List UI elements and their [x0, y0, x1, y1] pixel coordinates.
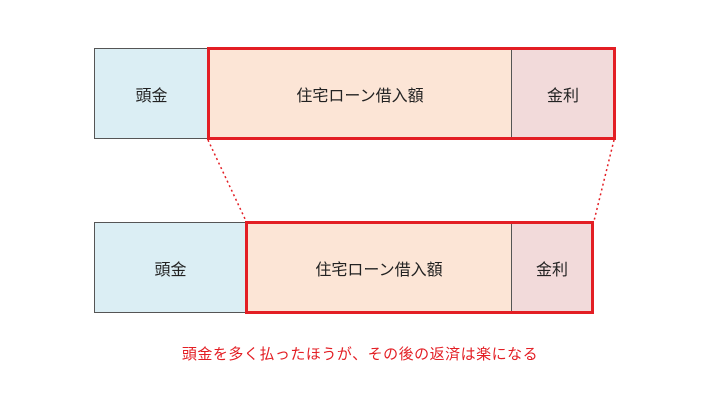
top-down-payment-segment: 頭金 — [94, 48, 209, 139]
bottom-interest-label: 金利 — [535, 259, 568, 279]
top-interest-label: 金利 — [546, 85, 579, 105]
bottom-loan-segment: 住宅ローン借入額 — [246, 222, 512, 313]
left-guide-line — [207, 139, 247, 222]
top-loan-label: 住宅ローン借入額 — [296, 85, 424, 105]
bottom-loan-label: 住宅ローン借入額 — [315, 259, 443, 279]
top-down-payment-label: 頭金 — [135, 85, 168, 105]
bottom-interest-segment: 金利 — [511, 222, 593, 313]
caption: 頭金を多く払ったほうが、その後の返済は楽になる — [181, 345, 539, 363]
bottom-down-payment-segment: 頭金 — [94, 222, 247, 313]
bottom-down-payment-label: 頭金 — [154, 259, 187, 279]
right-guide-line — [593, 139, 615, 222]
top-loan-segment: 住宅ローン借入額 — [208, 48, 512, 139]
top-interest-segment: 金利 — [511, 48, 615, 139]
